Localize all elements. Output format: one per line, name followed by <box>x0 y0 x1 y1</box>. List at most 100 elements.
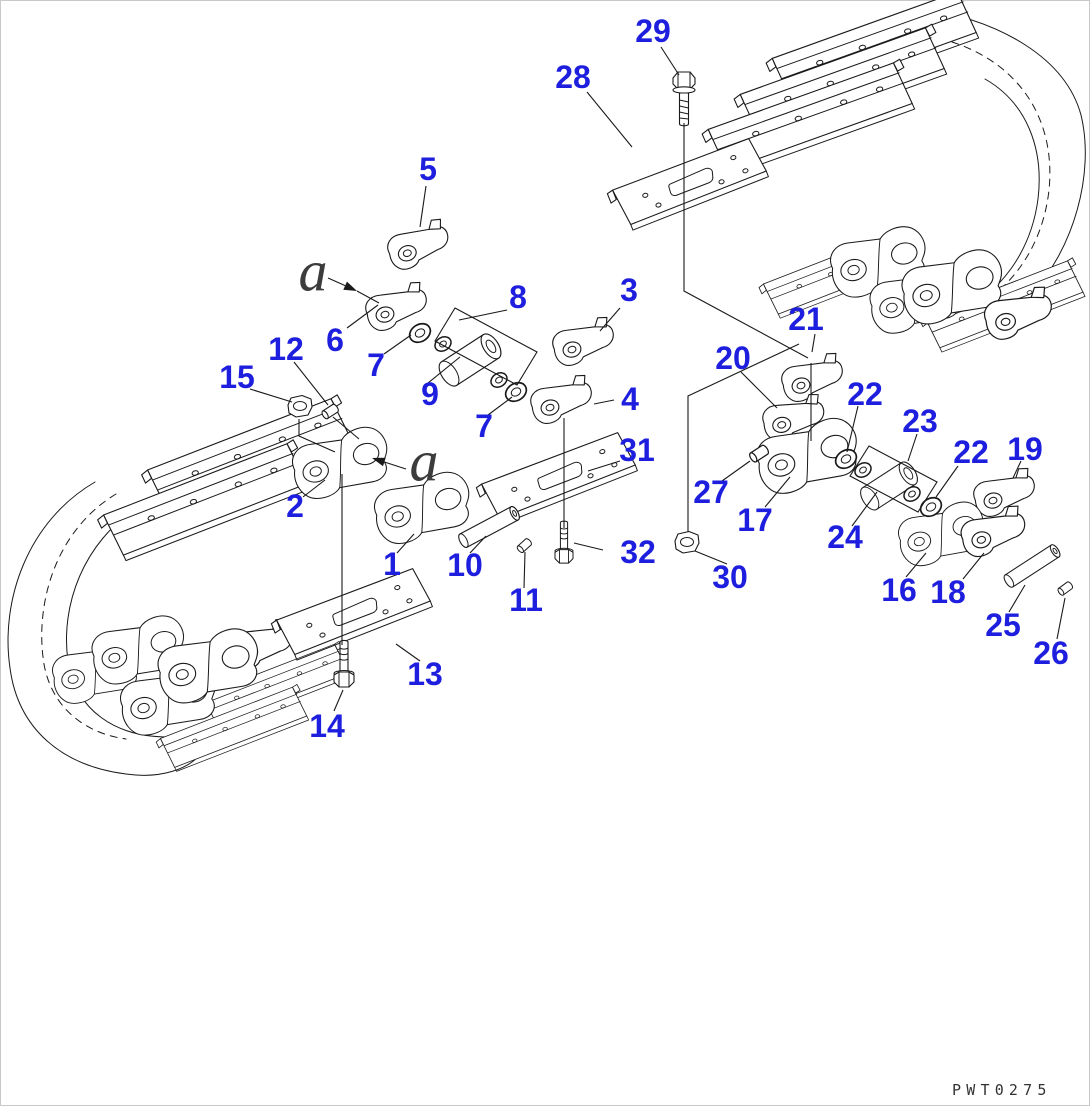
part-number-label-3: 3 <box>620 272 638 308</box>
leader-line-2 <box>302 479 326 498</box>
leader-line-22 <box>846 405 859 453</box>
parts-layer <box>7 0 1090 776</box>
leader-line-8 <box>458 309 508 321</box>
leader-line-28 <box>586 91 633 148</box>
leader-line-21 <box>811 333 816 353</box>
leader-line-14 <box>333 689 344 712</box>
part-number-label-18: 18 <box>930 574 966 610</box>
section-letter-a-1: a <box>410 429 439 494</box>
nut-30-axis-line <box>687 343 800 532</box>
drawing-code: PWT0275 <box>952 1081 1052 1099</box>
part-number-label-32: 32 <box>620 534 656 570</box>
kit-boxes-layer <box>434 307 938 513</box>
leader-line-26 <box>1056 597 1066 640</box>
part-number-label-20: 20 <box>715 340 751 376</box>
part-number-label-5: 5 <box>419 151 437 187</box>
leader-line-19 <box>1012 460 1022 479</box>
part-number-label-2: 2 <box>286 488 304 524</box>
part-number-label-8: 8 <box>509 279 527 315</box>
leader-line-18 <box>962 552 985 580</box>
leader-line-27 <box>721 460 751 482</box>
part-link-3 <box>548 314 620 370</box>
part-shoe-plate-28 <box>602 135 773 235</box>
leader-line-25 <box>1008 584 1026 613</box>
part-number-label-17: 17 <box>737 502 773 538</box>
part-bolt-29 <box>672 71 696 127</box>
leader-line-16 <box>905 552 927 578</box>
leader-line-30 <box>694 550 728 565</box>
leader-line-7 <box>383 334 412 355</box>
assembly-lines-layer <box>298 123 812 645</box>
leader-line-7 <box>487 396 513 416</box>
part-number-label-15: 15 <box>219 359 255 395</box>
leader-line-32 <box>573 542 604 551</box>
leader-line-10 <box>469 535 487 554</box>
section-arrowhead-icon <box>343 281 357 291</box>
leader-lines-layer <box>249 46 1066 712</box>
part-number-label-19: 19 <box>1007 431 1043 467</box>
leader-line-9 <box>427 356 461 384</box>
part-number-label-22: 22 <box>953 434 989 470</box>
leader-line-11 <box>523 551 526 589</box>
part-seal-8 <box>431 333 455 355</box>
pin-12-axis-line <box>332 416 360 440</box>
part-number-label-6: 6 <box>326 322 344 358</box>
section-arrow-extension <box>356 290 380 304</box>
part-number-label-16: 16 <box>881 572 917 608</box>
leader-line-3 <box>599 307 621 332</box>
seal-kit-8-outline <box>434 307 538 386</box>
leader-line-23 <box>907 433 918 462</box>
part-number-label-7: 7 <box>367 347 385 383</box>
leader-line-6 <box>346 304 379 329</box>
part-number-label-13: 13 <box>407 656 443 692</box>
part-number-label-23: 23 <box>902 403 938 439</box>
part-number-label-30: 30 <box>712 559 748 595</box>
bolt-29-axis-line <box>683 123 809 359</box>
leader-line-5 <box>419 185 427 228</box>
seal-kit-23-outline <box>849 445 938 513</box>
part-washer-7 <box>405 319 435 347</box>
section-letter-a-0: a <box>299 239 328 304</box>
leader-line-20 <box>740 371 778 409</box>
part-number-label-24: 24 <box>827 519 863 555</box>
leader-line-13 <box>395 643 421 662</box>
part-nut-15 <box>287 394 313 418</box>
leader-line-24 <box>851 491 878 527</box>
section-arrow-shaft <box>384 461 407 470</box>
part-number-label-26: 26 <box>1033 635 1069 671</box>
part-number-label-10: 10 <box>447 547 483 583</box>
part-number-label-4: 4 <box>621 381 639 417</box>
part-number-label-25: 25 <box>985 607 1021 643</box>
part-number-label-12: 12 <box>268 331 304 367</box>
section-marks-layer: aa <box>299 239 439 494</box>
leader-line-17 <box>764 476 791 508</box>
part-number-label-28: 28 <box>555 59 591 95</box>
section-arrowhead-icon <box>372 457 386 467</box>
part-number-label-22: 22 <box>847 376 883 412</box>
part-number-label-31: 31 <box>619 432 655 468</box>
part-pin-11 <box>515 537 534 555</box>
part-number-label-7: 7 <box>475 408 493 444</box>
leader-line-29 <box>660 46 680 76</box>
section-arrow-shaft <box>327 277 346 287</box>
part-link-5 <box>382 216 455 274</box>
part-link-4 <box>526 372 598 428</box>
part-number-label-1: 1 <box>383 546 401 582</box>
part-number-label-14: 14 <box>309 708 345 744</box>
part-number-label-9: 9 <box>421 376 439 412</box>
part-pin-25 <box>1001 542 1063 590</box>
part-seal-8 <box>487 369 511 391</box>
leader-line-22 <box>935 465 959 498</box>
leader-line-1 <box>396 533 415 554</box>
leader-line-12 <box>293 361 329 406</box>
part-shoe-plate-13 <box>266 565 437 665</box>
part-number-label-21: 21 <box>788 301 824 337</box>
leader-line-4 <box>593 399 615 405</box>
nut-15-axis-line <box>298 419 336 453</box>
part-pin-26 <box>1056 580 1075 597</box>
part-nut-30 <box>674 530 700 554</box>
part-number-label-27: 27 <box>693 474 729 510</box>
